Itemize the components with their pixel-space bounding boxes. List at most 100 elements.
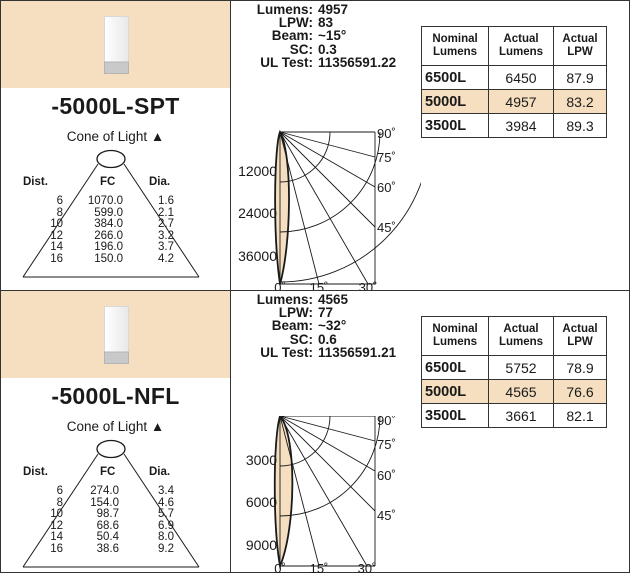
table-header-row: Nominal Lumens Actual Lumens Actual LPW — [421, 316, 607, 356]
cone-diagram: Dist. FC Dia. — [22, 439, 200, 568]
stat-row: Beam:~32° — [231, 318, 421, 334]
stat-value: 11356591.22 — [318, 54, 397, 70]
stat-value: 11356591.21 — [318, 344, 397, 360]
lumens-table: Nominal Lumens Actual Lumens Actual LPW … — [421, 26, 607, 138]
photometric-column: Lumens:4957 LPW:83 Beam:~15° SC:0.3 UL T… — [231, 1, 421, 292]
dia-value: 3.4 — [158, 485, 174, 497]
stat-label: UL Test: — [260, 344, 313, 360]
dist-value: 12 — [50, 519, 63, 532]
fc-value: 154.0 — [90, 496, 119, 509]
table-cell: 4957 — [488, 89, 554, 114]
dia-header: Dia. — [149, 176, 170, 188]
dist-column: 6 8 10 12 14 16 — [31, 195, 63, 266]
fc-value: 98.7 — [96, 508, 119, 521]
dist-value: 10 — [50, 218, 63, 231]
dist-value: 14 — [50, 241, 63, 254]
table-row: 6500L 5752 78.9 — [421, 355, 607, 380]
angle-label: 30˚ — [359, 280, 378, 292]
dist-value: 6 — [56, 195, 63, 207]
table-header-row: Nominal Lumens Actual Lumens Actual LPW — [421, 26, 607, 66]
fc-value: 150.0 — [94, 252, 123, 265]
angle-label: 0˚ — [274, 561, 286, 574]
table-header: Nominal Lumens — [421, 316, 489, 356]
table-cell: 6500L — [421, 355, 489, 380]
stat-value: 83 — [318, 15, 334, 31]
angle-label: 15˚ — [310, 561, 329, 574]
table-header: Actual Lumens — [488, 26, 554, 66]
table-cell: 5000L — [421, 89, 489, 114]
stat-value: ~32° — [318, 318, 347, 334]
cone-diagram: Dist. FC Dia. — [22, 149, 200, 278]
stat-label: SC: — [289, 41, 313, 57]
angle-label: 60˚ — [377, 468, 396, 483]
table-cell: 83.2 — [553, 89, 607, 114]
triangle-up-icon: ▲ — [150, 419, 165, 434]
fc-value: 599.0 — [94, 206, 123, 219]
dia-value: 9.2 — [158, 542, 174, 555]
fc-value: 38.6 — [96, 542, 119, 555]
table-header: Actual LPW — [553, 316, 607, 356]
polar-diagram: 3000 6000 9000 90˚ 75˚ 60˚ 45˚ 0˚ 15˚ 30… — [246, 416, 396, 574]
dia-value: 4.2 — [158, 252, 174, 265]
cone-title-text: Cone of Light — [66, 419, 148, 434]
fc-column: 274.0 154.0 98.7 68.6 50.4 38.6 — [77, 485, 119, 556]
cone-of-light-title: Cone of Light ▲ — [1, 129, 230, 144]
dist-value: 12 — [50, 229, 63, 242]
dist-value: 8 — [56, 206, 63, 219]
photometric-stats: Lumens:4957 LPW:83 Beam:~15° SC:0.3 UL T… — [231, 3, 421, 69]
stat-row: LPW: 77 — [231, 305, 421, 321]
table-header: Nominal Lumens — [421, 26, 489, 66]
dia-value: 3.7 — [158, 241, 174, 254]
angle-label: 75˚ — [377, 150, 396, 165]
stat-label: Beam: — [271, 28, 313, 44]
table-row: 3500L 3984 89.3 — [421, 113, 607, 138]
radial-label: 12000 — [238, 163, 277, 179]
cone-title-text: Cone of Light — [66, 129, 148, 144]
product-section-spt: -5000L-SPT Cone of Light ▲ Dist. FC Dia.… — [0, 0, 630, 292]
stat-label: LPW: — [278, 305, 313, 321]
table-cell: 78.9 — [553, 355, 607, 380]
table-header: Actual LPW — [553, 26, 607, 66]
table-cell: 87.9 — [553, 65, 607, 90]
stat-label: UL Test: — [260, 54, 313, 70]
dia-value: 2.1 — [158, 206, 174, 219]
stat-value: 0.6 — [318, 331, 337, 347]
dist-column: 6 8 10 12 14 16 — [31, 485, 63, 556]
dist-header: Dist. — [23, 176, 48, 188]
stat-row: Lumens:4957 — [231, 3, 421, 17]
fc-value: 1070.0 — [87, 195, 123, 207]
radial-label: 3000 — [246, 452, 277, 468]
dia-column: 1.6 2.1 2.7 3.2 3.7 4.2 — [147, 195, 174, 266]
dia-value: 8.0 — [158, 531, 174, 544]
dia-header: Dia. — [149, 466, 170, 478]
dia-value: 1.6 — [158, 195, 174, 207]
fc-value: 266.0 — [94, 229, 123, 242]
dia-value: 6.9 — [158, 519, 174, 532]
dist-value: 8 — [56, 496, 63, 509]
table-cell: 3500L — [421, 403, 489, 428]
table-cell: 82.1 — [553, 403, 607, 428]
angle-label: 45˚ — [377, 220, 396, 235]
table-header: Actual Lumens — [488, 316, 554, 356]
fc-value: 196.0 — [94, 241, 123, 254]
dist-value: 10 — [50, 508, 63, 521]
table-row: 3500L 3661 82.1 — [421, 403, 607, 428]
fc-value: 68.6 — [96, 519, 119, 532]
stat-value: 77 — [318, 305, 334, 321]
table-cell: 3661 — [488, 403, 554, 428]
table-row: 6500L 6450 87.9 — [421, 65, 607, 90]
fixture-icon — [104, 306, 129, 364]
dia-value: 4.6 — [158, 496, 174, 509]
angle-label: 75˚ — [377, 437, 396, 452]
stat-label: SC: — [289, 331, 313, 347]
stat-row: SC: 0.6 — [231, 331, 421, 347]
table-cell: 3984 — [488, 113, 554, 138]
angle-label: 60˚ — [377, 180, 396, 195]
fc-value: 384.0 — [94, 218, 123, 231]
dia-column: 3.4 4.6 5.7 6.9 8.0 9.2 — [147, 485, 174, 556]
table-cell: 76.6 — [553, 379, 607, 404]
table-cell: 4565 — [488, 379, 554, 404]
stat-row: Lumens:4565 — [231, 293, 421, 307]
fc-header: FC — [100, 176, 115, 188]
table-cell: 3500L — [421, 113, 489, 138]
